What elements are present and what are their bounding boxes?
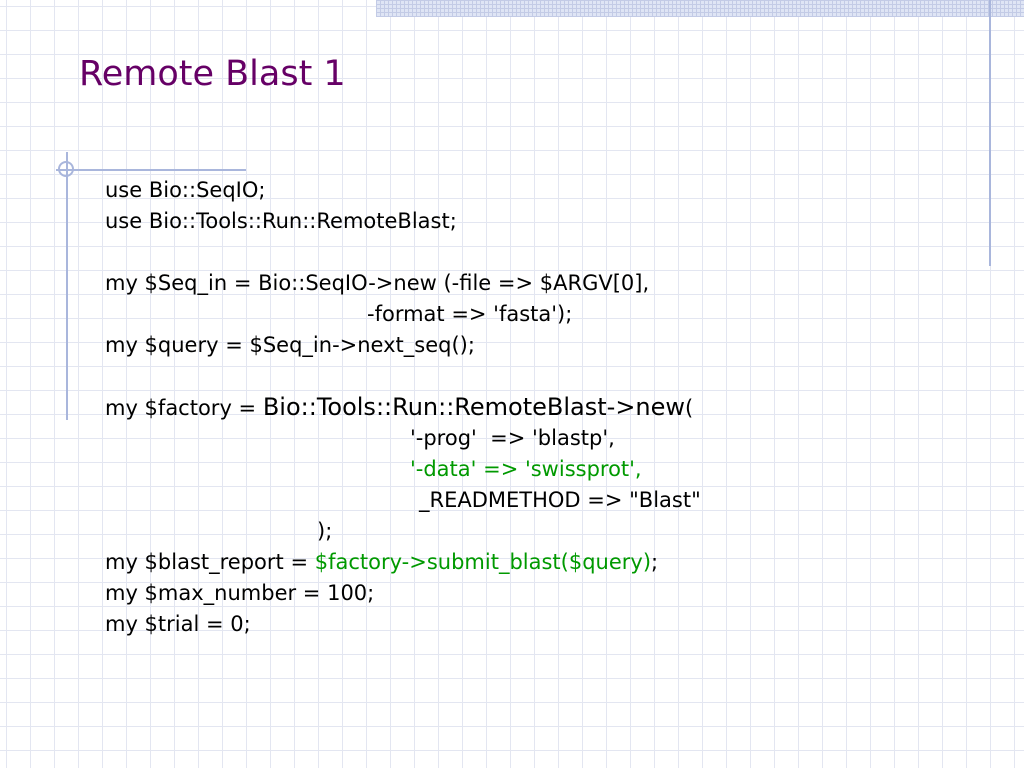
- code-line-2: use Bio::Tools::Run::RemoteBlast;: [105, 209, 457, 233]
- blank-line: [105, 361, 701, 392]
- code-block: use Bio::SeqIO; use Bio::Tools::Run::Rem…: [105, 175, 701, 640]
- code-line-3: my $Seq_in = Bio::SeqIO->new (-file => $…: [105, 271, 650, 295]
- code-line-1: use Bio::SeqIO;: [105, 178, 266, 202]
- code-line-10: );: [317, 519, 333, 543]
- code-line-5: my $query = $Seq_in->next_seq();: [105, 333, 475, 357]
- blank-line: [105, 237, 701, 268]
- factory-paren: (: [685, 396, 694, 420]
- code-line-8: '-data' => 'swissprot',: [410, 457, 642, 481]
- top-decorative-band: [376, 0, 1024, 17]
- factory-constructor: Bio::Tools::Run::RemoteBlast->new: [262, 393, 686, 421]
- code-line-7: '-prog' => 'blastp',: [410, 426, 615, 450]
- slide-title: Remote Blast 1: [79, 54, 346, 94]
- horizontal-decorative-line: [56, 169, 246, 171]
- blast-report-suffix: ;: [651, 550, 659, 574]
- submit-blast-call: $factory->submit_blast($query): [314, 550, 652, 574]
- blast-report-prefix: my $blast_report =: [105, 550, 315, 574]
- code-line-9: _READMETHOD => "Blast": [419, 488, 701, 512]
- right-decorative-line: [989, 0, 991, 266]
- code-line-13: my $trial = 0;: [105, 612, 251, 636]
- code-line-4: -format => 'fasta');: [367, 302, 573, 326]
- circle-ornament-icon: [58, 161, 74, 177]
- code-line-6: my $factory = Bio::Tools::Run::RemoteBla…: [105, 392, 701, 423]
- code-line-11: my $blast_report = $factory->submit_blas…: [105, 547, 701, 578]
- left-decorative-line: [66, 152, 68, 420]
- code-line-12: my $max_number = 100;: [105, 581, 375, 605]
- factory-prefix: my $factory =: [105, 396, 263, 420]
